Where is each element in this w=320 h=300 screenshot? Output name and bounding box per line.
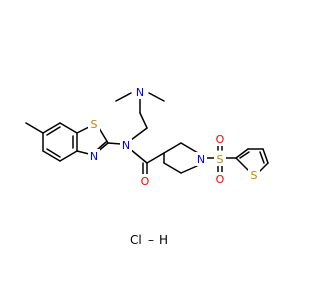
bond-n-thiazole-c2-double [97, 141, 107, 150]
salt-dash: – [148, 233, 154, 247]
salt-cl: Cl [130, 233, 142, 247]
bond-pip-c4-c3 [163, 142, 182, 154]
atom-n-dimethyl: N [134, 85, 146, 99]
atom-n-amide: N [120, 138, 132, 152]
bond-ch2-n-amide [130, 127, 148, 141]
bond-ch2-ch2 [139, 112, 148, 129]
atom-n-piperidine: N [195, 152, 207, 166]
atom-s-thiazole: S [88, 117, 100, 131]
atom-o-amide: O [139, 174, 151, 188]
bond-n-amide-carbonyl [129, 148, 148, 164]
bond-c5-c4 [42, 150, 61, 162]
bond-th-c2-c3-double [239, 151, 250, 159]
salt-h: H [159, 233, 168, 247]
bond-c7a-c7 [59, 122, 78, 134]
atom-s-thiophene: S [248, 168, 260, 182]
bond-nme2-methyl-right [148, 92, 165, 102]
atom-label-s-thiazole: S [91, 118, 98, 131]
bond-carbonyl-c4 [146, 152, 165, 164]
bond-c7-c6 [42, 122, 61, 134]
atom-label-o-sulfonyl-lower: O [216, 173, 225, 186]
atom-label-s-sulfonyl: S [217, 153, 224, 166]
bond-c2-s-thiazole [98, 127, 109, 144]
bond-c4-c3a [59, 150, 78, 162]
atom-label-n-amide: N [122, 139, 130, 152]
atom-label-n-piperidine: N [197, 153, 205, 166]
bond-th-c5-s [259, 162, 269, 172]
atom-o-sulfonyl-upper: O [214, 132, 226, 146]
bond-pip-n-c6 [180, 165, 198, 174]
atom-label-o-amide: O [141, 175, 150, 188]
bond-th-c4-c5 [262, 148, 269, 164]
atom-label-s-thiophene: S [251, 169, 258, 182]
bond-n-amide-c2 [107, 142, 122, 145]
bond-pip-c3-c2 [180, 142, 199, 154]
atom-s-sulfonyl: S [214, 152, 226, 166]
bond-c7-c6-double [46, 126, 61, 136]
molecule-structure-diagram: N N S N O N S O [25, 85, 269, 247]
atom-label-n-dimethyl: N [136, 86, 144, 99]
bond-nme2-methyl-left [115, 92, 132, 102]
atom-label-n-thiazole: N [90, 150, 98, 163]
bond-th-s-c2 [235, 157, 250, 172]
bond-th-c4-c5-double [259, 151, 265, 164]
bond-th-c2-c3 [235, 148, 249, 159]
atom-labels: N N S N O N S O [88, 85, 260, 188]
hydrochloride-salt: Cl – H [130, 233, 168, 247]
atom-label-o-sulfonyl-upper: O [216, 133, 225, 146]
atom-n-thiazole: N [88, 149, 100, 163]
bond-c6-methyl [25, 122, 44, 134]
bond-s-thiazole-c7a [76, 126, 90, 134]
bonds [25, 92, 269, 177]
bond-c5-c4-double [46, 148, 61, 158]
bond-pip-c6-c5 [163, 162, 182, 174]
atom-o-sulfonyl-lower: O [214, 172, 226, 186]
